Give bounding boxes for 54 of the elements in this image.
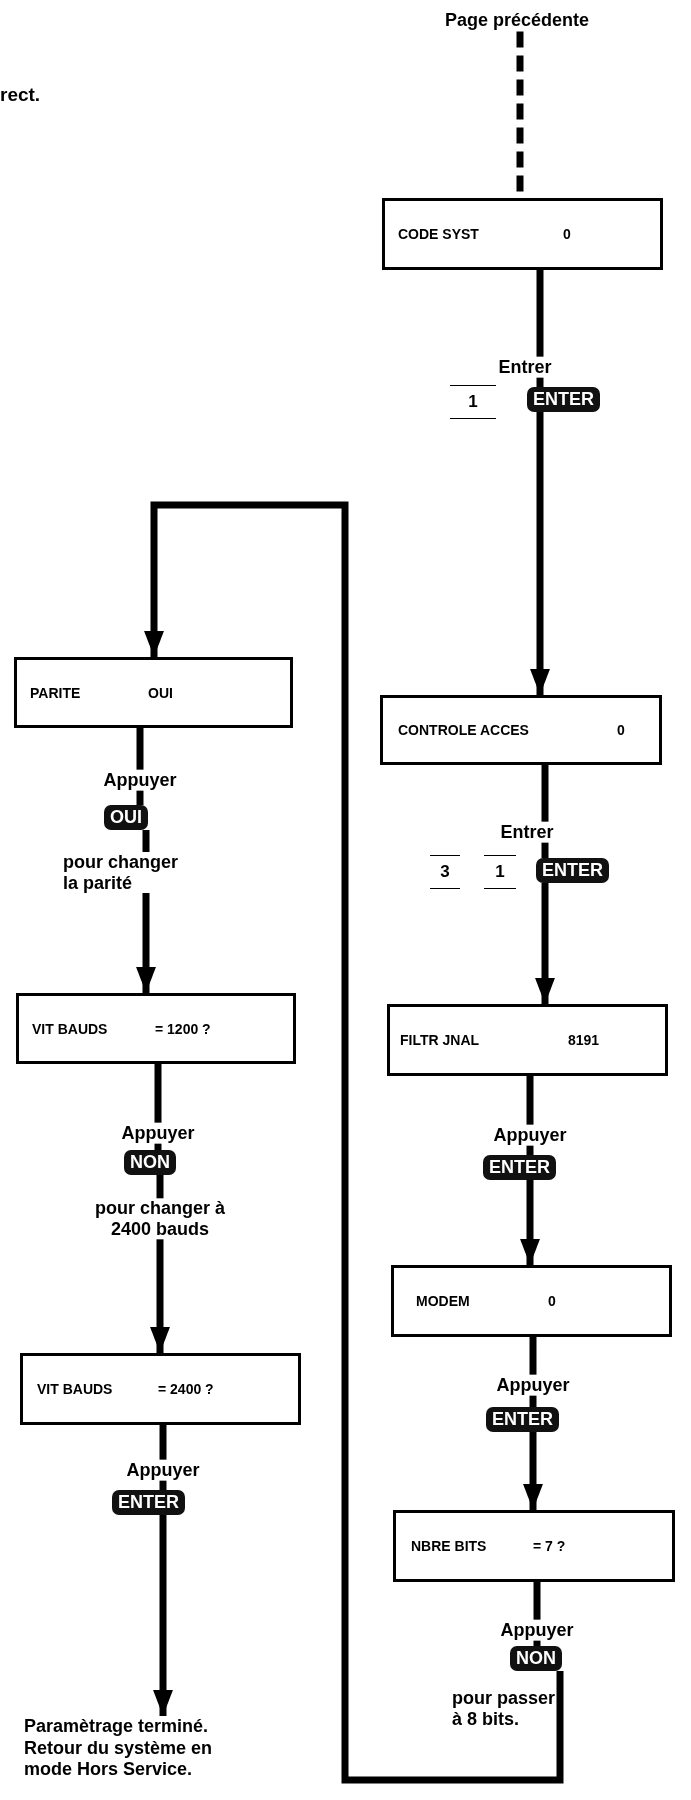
key-cap: ENTER [536, 858, 609, 883]
parameter-value: = 2400 ? [158, 1381, 214, 1397]
digit-key: 3 [430, 855, 460, 889]
parameter-value: 8191 [568, 1032, 600, 1048]
key-cap: NON [124, 1150, 176, 1175]
edge-label: Appuyer [121, 1122, 195, 1144]
display-box [20, 1353, 301, 1425]
parameter-value: 0 [617, 722, 625, 738]
edge-label: Appuyer [500, 1619, 574, 1641]
parameter-name: VIT BAUDS [32, 1020, 108, 1037]
key-cap: ENTER [483, 1155, 556, 1180]
edge-label: Appuyer [103, 769, 177, 791]
display-box [16, 993, 296, 1064]
digit-key: 1 [484, 855, 516, 889]
edge-label: pour changer la parité [63, 852, 181, 894]
display-box [391, 1265, 672, 1337]
parameter-value: OUI [148, 684, 173, 701]
connector-line [536, 270, 544, 387]
note-text: rect. [0, 84, 41, 106]
parameter-value: = 7 ? [533, 1538, 566, 1554]
display-box [393, 1510, 675, 1582]
display-box [380, 695, 662, 765]
key-cap: OUI [104, 805, 148, 830]
arrow [523, 1432, 543, 1510]
arrow [535, 883, 555, 1004]
parameter-name: VIT BAUDS [37, 1381, 113, 1397]
key-cap: NON [510, 1646, 562, 1671]
note-text: Retour du système en mode Hors Service. [24, 1737, 214, 1781]
key-cap: ENTER [112, 1490, 185, 1515]
parameter-name: MODEM [416, 1293, 470, 1309]
display-box [14, 657, 293, 728]
arrow [520, 1180, 540, 1265]
parameter-value: 0 [563, 226, 571, 242]
edge-label: Appuyer [496, 1374, 570, 1396]
edge-label: Entrer [500, 821, 554, 843]
note-text: Page précédente [445, 10, 591, 32]
parameter-name: FILTR JNAL [400, 1032, 480, 1048]
arrow [530, 412, 550, 695]
parameter-value: 0 [548, 1293, 556, 1309]
edge-label: Appuyer [126, 1459, 200, 1481]
arrow [144, 501, 564, 1784]
parameter-value: = 1200 ? [155, 1020, 211, 1037]
key-cap: ENTER [527, 387, 600, 412]
edge-label: Entrer [498, 356, 552, 378]
key-cap: ENTER [486, 1407, 559, 1432]
edge-label: Appuyer [493, 1124, 567, 1146]
parameter-name: PARITE [30, 684, 81, 701]
display-box [382, 198, 663, 270]
parameter-name: NBRE BITS [411, 1538, 487, 1554]
parameter-name: CODE SYST [398, 226, 479, 242]
note-text: Paramètrage terminé. [24, 1716, 210, 1738]
digit-key: 1 [450, 385, 496, 419]
parameter-name: CONTROLE ACCES [398, 722, 529, 738]
display-box [387, 1004, 668, 1076]
